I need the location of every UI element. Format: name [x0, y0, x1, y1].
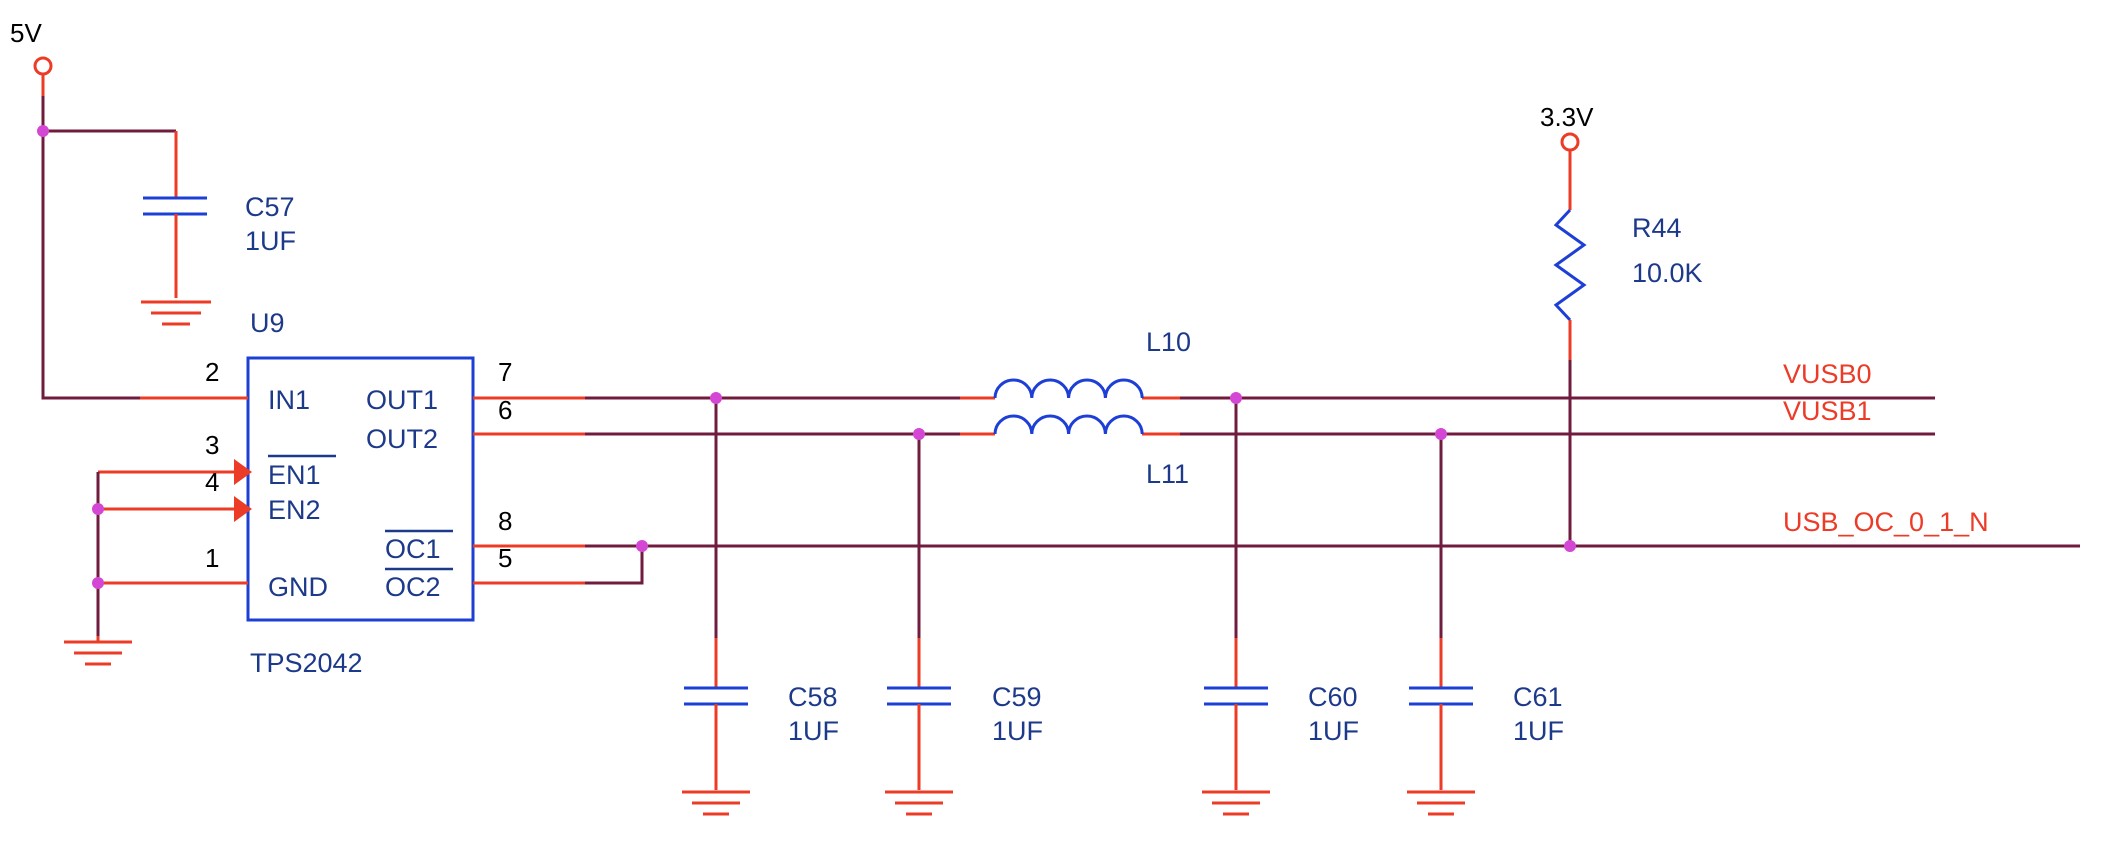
pin-en2-number: 4 [205, 467, 219, 497]
pin-en1-name: EN1 [268, 460, 321, 490]
c59-value: 1UF [992, 716, 1043, 746]
c61-value: 1UF [1513, 716, 1564, 746]
junction-c59 [913, 428, 925, 440]
pin-out2-name: OUT2 [366, 424, 438, 454]
capacitor-c58: C58 1UF [682, 398, 839, 816]
pin-gnd-number: 1 [205, 543, 219, 573]
junction-c61 [1435, 428, 1447, 440]
power-5v-label: 5V [10, 18, 42, 48]
c60-value: 1UF [1308, 716, 1359, 746]
junction-en2 [92, 503, 104, 515]
ic-u9-part: TPS2042 [250, 648, 363, 678]
junction-oc [636, 540, 648, 552]
capacitor-c61: C61 1UF [1407, 434, 1564, 816]
wire-usb-oc [585, 544, 2080, 585]
junctions [37, 125, 1576, 589]
ground-u9 [64, 636, 132, 666]
pin-en1-number: 3 [205, 430, 219, 460]
pin-out2-number: 6 [498, 395, 512, 425]
pin-gnd-name: GND [268, 572, 328, 602]
junction-gnd [92, 577, 104, 589]
pin-in1-name: IN1 [268, 385, 310, 415]
pin-oc1-name: OC1 [385, 534, 441, 564]
c60-ref: C60 [1308, 682, 1358, 712]
junction-c58 [710, 392, 722, 404]
r44-value: 10.0K [1632, 258, 1703, 288]
ic-u9: U9 TPS2042 2 IN1 3 EN1 4 EN2 1 GND 7 OUT… [98, 308, 585, 678]
net-label-vusb1: VUSB1 [1783, 396, 1872, 426]
capacitor-c60: C60 1UF [1202, 398, 1359, 816]
resistor-r44: R44 10.0K [1553, 208, 1703, 546]
l11-ref: L11 [1146, 459, 1189, 489]
pin-en2-name: EN2 [268, 495, 321, 525]
capacitor-c59: C59 1UF [885, 434, 1043, 816]
pin-oc2-name: OC2 [385, 572, 441, 602]
junction-5v [37, 125, 49, 137]
ic-u9-ref: U9 [250, 308, 285, 338]
pin-oc1-number: 8 [498, 506, 512, 536]
junction-c60 [1230, 392, 1242, 404]
power-3v3: 3.3V [1540, 102, 1594, 210]
power-5v: 5V [10, 18, 53, 96]
l10-ref: L10 [1146, 327, 1191, 357]
inductor-l10: L10 [993, 327, 1191, 399]
pin-oc2-number: 5 [498, 543, 512, 573]
capacitor-c57: C57 1UF [141, 131, 296, 326]
r44-ref: R44 [1632, 213, 1682, 243]
junction-r44 [1564, 540, 1576, 552]
ic-u9-body [246, 356, 475, 622]
c57-value: 1UF [245, 226, 296, 256]
pin-out1-name: OUT1 [366, 385, 438, 415]
c58-value: 1UF [788, 716, 839, 746]
net-label-vusb0: VUSB0 [1783, 359, 1872, 389]
c58-ref: C58 [788, 682, 838, 712]
wire-5v-rail [41, 96, 176, 400]
power-3v3-label: 3.3V [1540, 102, 1594, 132]
pin-out1-number: 7 [498, 357, 512, 387]
c61-ref: C61 [1513, 682, 1563, 712]
net-label-usb-oc: USB_OC_0_1_N [1783, 507, 1989, 537]
pin-in1-number: 2 [205, 357, 219, 387]
inductor-l11: L11 [993, 414, 1189, 489]
c59-ref: C59 [992, 682, 1042, 712]
c57-ref: C57 [245, 192, 295, 222]
